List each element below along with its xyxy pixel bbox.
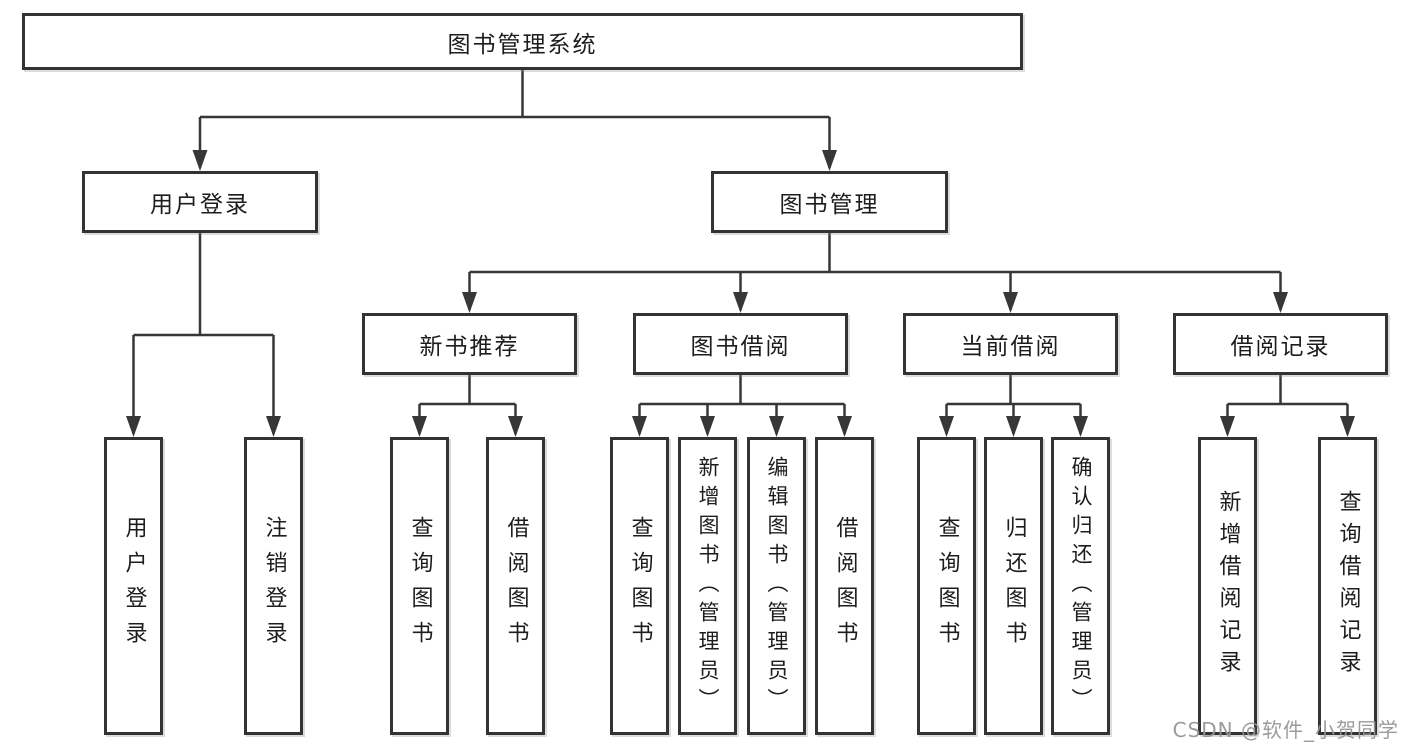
node-current-borrowing: 当前借阅 [903,313,1118,375]
leaf-edit-books-admin: 编辑图书（管理员） [747,437,806,735]
node-book-borrowing-label: 图书借阅 [690,334,791,360]
leaf-return-books: 归还图书 [984,437,1043,735]
connector-records-to-leaves [1226,375,1349,434]
leaf-confirm-return-admin-label: 确认归还（管理员） [1069,455,1093,717]
node-new-book-recommendation-label: 新书推荐 [419,334,520,360]
leaf-logout-label: 注销登录 [261,516,287,656]
node-current-borrowing-label: 当前借阅 [960,334,1061,360]
connector-root-to-level2 [198,70,831,168]
leaf-query-books-current-label: 查询图书 [934,516,960,656]
leaf-query-books-borrow-label: 查询图书 [627,516,653,656]
connector-book-management-to-level3 [468,233,1282,310]
leaf-borrow-books-borrow: 借阅图书 [815,437,874,735]
connector-recommend-to-leaves [418,375,517,434]
leaf-add-books-admin-label: 新增图书（管理员） [696,455,720,717]
csdn-watermark: CSDN @软件_小贺同学 [1172,718,1399,742]
node-book-management-label: 图书管理 [779,192,880,218]
leaf-confirm-return-admin: 确认归还（管理员） [1051,437,1110,735]
leaf-query-books-recommend-label: 查询图书 [407,516,433,656]
node-borrowing-records-label: 借阅记录 [1230,334,1331,360]
leaf-user-login: 用户登录 [104,437,163,735]
leaf-borrow-books-recommend: 借阅图书 [486,437,545,735]
node-library-management-system: 图书管理系统 [22,13,1023,70]
leaf-borrow-books-recommend-label: 借阅图书 [503,516,529,656]
node-new-book-recommendation: 新书推荐 [362,313,577,375]
leaf-edit-books-admin-label: 编辑图书（管理员） [765,455,789,717]
node-user-login-label: 用户登录 [150,192,250,218]
node-book-borrowing: 图书借阅 [633,313,848,375]
leaf-add-borrow-record-label: 新增借阅记录 [1215,490,1241,682]
node-book-management: 图书管理 [711,171,948,233]
leaf-query-books-recommend: 查询图书 [390,437,449,735]
leaf-borrow-books-borrow-label: 借阅图书 [832,516,858,656]
node-user-login: 用户登录 [82,171,318,233]
leaf-query-books-borrow: 查询图书 [610,437,669,735]
leaf-logout: 注销登录 [244,437,303,735]
leaf-query-borrow-record-label: 查询借阅记录 [1335,490,1361,682]
node-library-management-system-label: 图书管理系统 [447,31,598,58]
leaf-query-borrow-record: 查询借阅记录 [1318,437,1377,735]
leaf-return-books-label: 归还图书 [1001,516,1027,656]
leaf-query-books-current: 查询图书 [917,437,976,735]
leaf-add-books-admin: 新增图书（管理员） [678,437,737,735]
arrowheads [126,150,1355,437]
leaf-add-borrow-record: 新增借阅记录 [1198,437,1257,735]
connector-user-login-to-leaves [132,233,275,434]
node-borrowing-records: 借阅记录 [1173,313,1388,375]
connector-borrow-to-leaves [638,375,846,434]
leaf-user-login-label: 用户登录 [121,516,147,656]
